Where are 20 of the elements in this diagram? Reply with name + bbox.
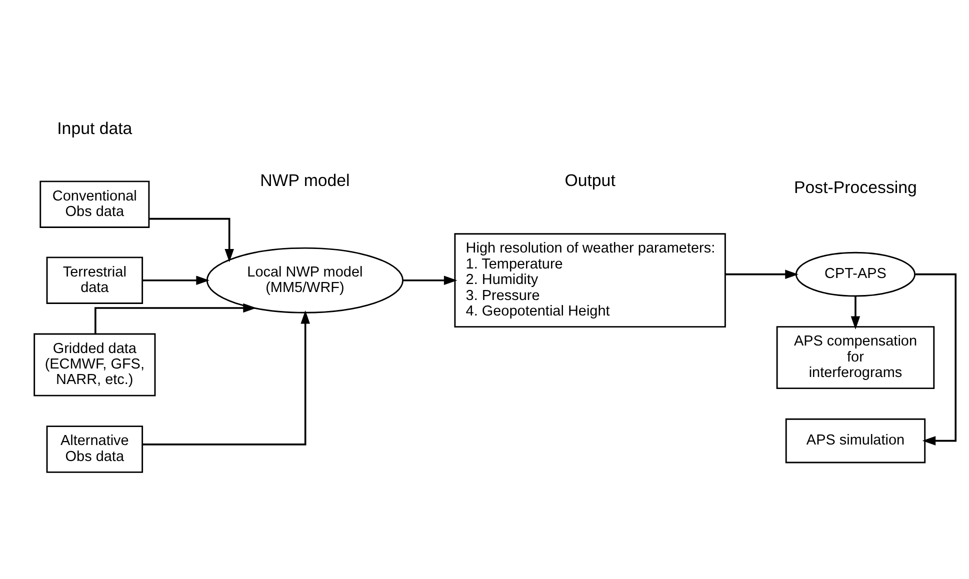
arrow xyxy=(149,217,234,262)
arrow xyxy=(94,302,256,334)
node-box: Terrestrial data xyxy=(46,256,144,304)
arrow xyxy=(915,272,957,445)
node-ellipse: CPT-APS xyxy=(795,251,916,296)
label: Input data xyxy=(57,118,132,138)
node-box: Conventional Obs data xyxy=(40,180,150,228)
label: Post-Processing xyxy=(794,178,917,197)
label: NWP model xyxy=(260,170,350,190)
arrow xyxy=(726,269,798,278)
arrow xyxy=(142,310,310,445)
label: Output xyxy=(564,170,616,190)
node-box: APS simulation xyxy=(785,418,926,463)
arrow xyxy=(850,296,860,329)
node-box: Alternative Obs data xyxy=(46,425,144,472)
arrow xyxy=(403,275,458,284)
node-box: APS compensation for interferograms xyxy=(776,326,935,389)
node-box: High resolution of weather parameters: 1. Temperature 2. Humidity 3. Pressure 4. Geopotential Height xyxy=(454,232,726,328)
arrow xyxy=(142,275,210,284)
node-box: Gridded data (ECMWF, GFS, NARR, etc.) xyxy=(34,332,156,396)
